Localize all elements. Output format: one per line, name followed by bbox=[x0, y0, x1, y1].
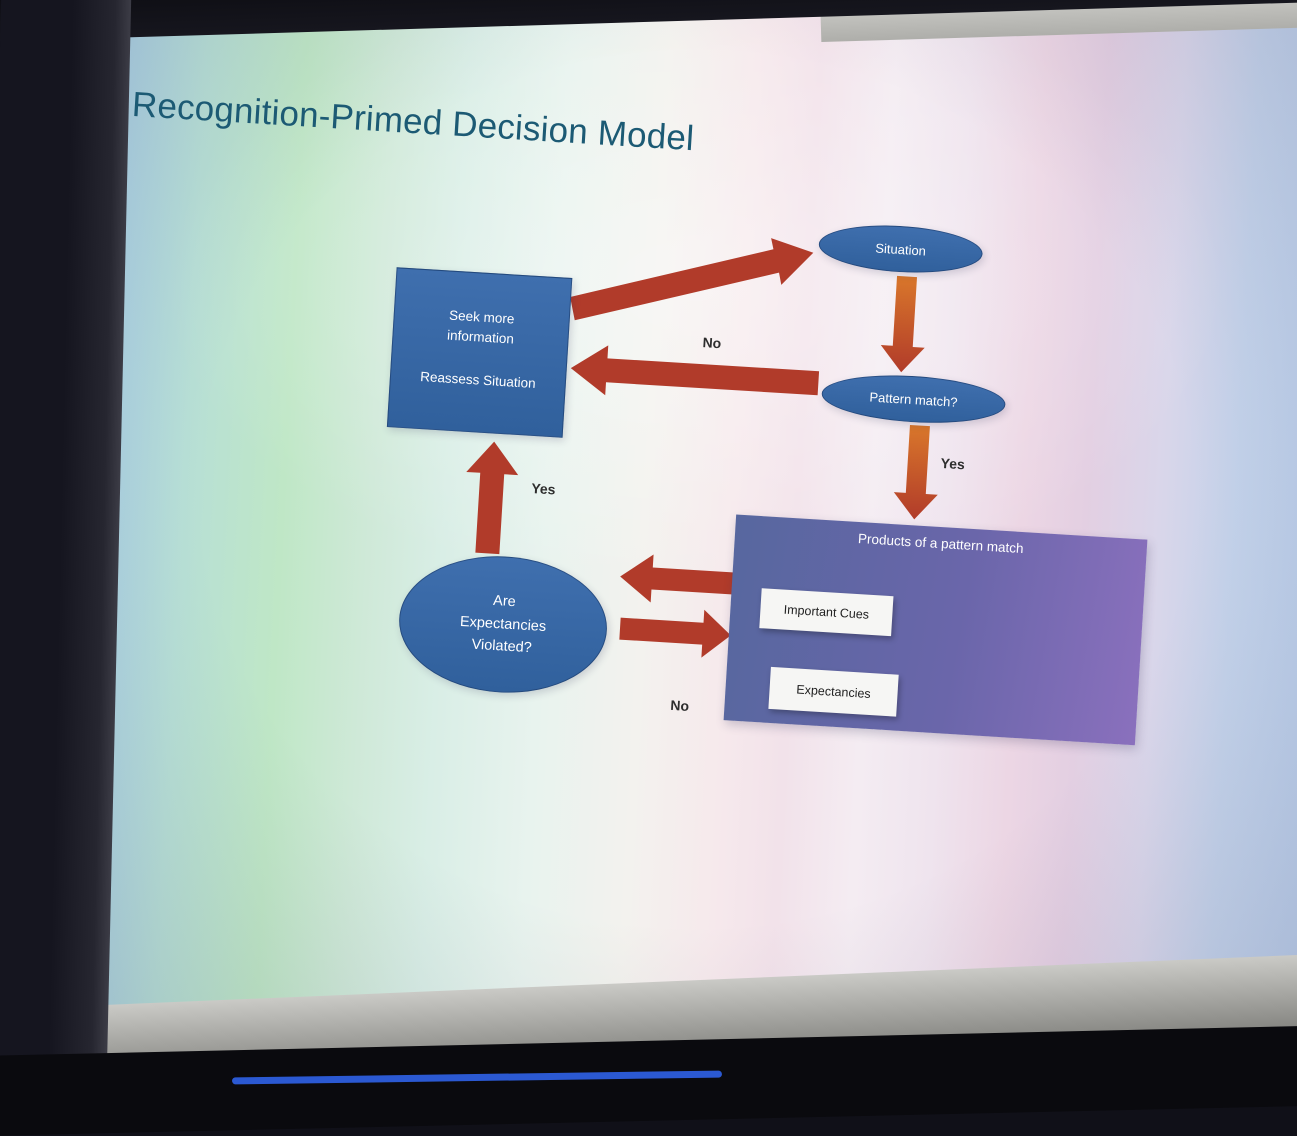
seek-more-information-label: Seek more information bbox=[446, 307, 515, 347]
pattern-match-label: Pattern match? bbox=[869, 388, 959, 410]
node-are-expectancies-violated: Are Expectancies Violated? bbox=[395, 550, 611, 699]
expectancies-label: Expectancies bbox=[795, 682, 872, 702]
node-seek-more-information: Seek more information Reassess Situation bbox=[386, 267, 573, 438]
item-important-cues: Important Cues bbox=[759, 588, 894, 637]
node-pattern-match: Pattern match? bbox=[820, 370, 1007, 428]
reassess-situation-label: Reassess Situation bbox=[419, 369, 537, 392]
arrow-products-to-violated bbox=[620, 554, 737, 603]
node-situation: Situation bbox=[817, 221, 984, 278]
slide-title: Recognition-Primed Decision Model bbox=[130, 84, 696, 159]
projector-screen bbox=[96, 0, 1297, 1020]
edge-label-yes-violated: Yes bbox=[530, 479, 557, 498]
edge-label-no-violated: No bbox=[669, 696, 690, 714]
are-expectancies-violated-label: Are Expectancies Violated? bbox=[459, 593, 547, 657]
slide: Recognition-Primed Decision Model Seek m… bbox=[61, 40, 1277, 1069]
important-cues-label: Important Cues bbox=[783, 602, 870, 622]
arrow-pattern-to-seek-no bbox=[570, 345, 820, 396]
edge-label-yes-pattern: Yes bbox=[940, 454, 966, 473]
edge-label-no-pattern: No bbox=[702, 334, 722, 352]
products-title: Products of a pattern match bbox=[857, 530, 1025, 557]
arrow-violated-to-seek-yes bbox=[466, 441, 519, 555]
arrow-violated-to-products-no bbox=[619, 609, 731, 658]
arrow-seek-to-situation bbox=[570, 238, 814, 321]
arrow-situation-to-pattern bbox=[880, 275, 925, 373]
item-expectancies: Expectancies bbox=[768, 666, 899, 717]
node-products-of-pattern-match: Products of a pattern match Important Cu… bbox=[723, 514, 1148, 746]
situation-label: Situation bbox=[874, 240, 927, 259]
arrow-pattern-to-products-yes bbox=[893, 424, 938, 520]
